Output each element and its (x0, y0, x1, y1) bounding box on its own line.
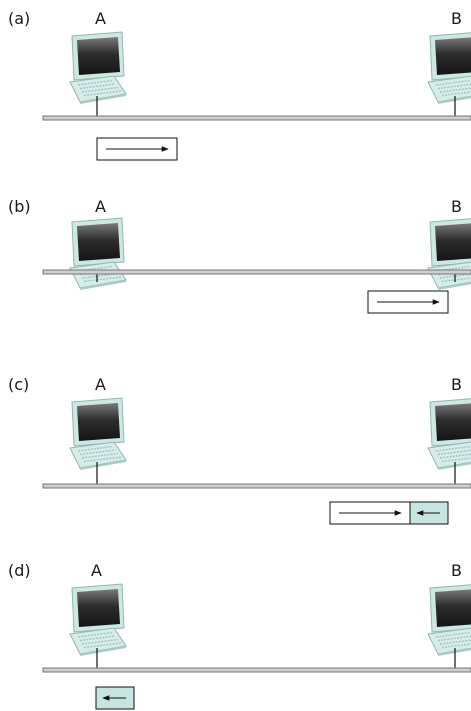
panel-d: (d) A B (8, 561, 471, 710)
laptop-computer-icon (69, 31, 127, 105)
node-label-b: B (451, 561, 462, 580)
panel-label: (d) (8, 561, 31, 580)
laptop-computer-icon (427, 583, 471, 657)
panel-a: (a) A B (8, 9, 471, 161)
node-label-a: A (95, 9, 106, 28)
node-label-a: A (95, 375, 106, 394)
shared-bus (42, 483, 471, 489)
node-label-a: A (95, 197, 106, 216)
ack-frame (95, 686, 135, 710)
laptop-computer-icon (427, 31, 471, 105)
data-frame (96, 137, 178, 161)
data-frame (329, 501, 411, 525)
panel-c: (c) A B (8, 375, 471, 525)
laptop-computer-icon (69, 397, 127, 471)
laptop-computer-icon (427, 217, 471, 291)
ack-frame (409, 501, 449, 525)
node-label-a: A (91, 561, 102, 580)
data-frame (367, 290, 449, 314)
shared-bus (42, 269, 471, 275)
panel-label: (c) (8, 375, 29, 394)
laptop-computer-icon (427, 397, 471, 471)
laptop-computer-icon (69, 217, 127, 291)
shared-bus (42, 115, 471, 121)
shared-bus (42, 667, 471, 673)
laptop-computer-icon (69, 583, 127, 657)
panel-label: (a) (8, 9, 30, 28)
panel-b: (b) A B (8, 197, 471, 314)
node-label-b: B (451, 197, 462, 216)
node-label-b: B (451, 9, 462, 28)
panel-label: (b) (8, 197, 31, 216)
node-label-b: B (451, 375, 462, 394)
